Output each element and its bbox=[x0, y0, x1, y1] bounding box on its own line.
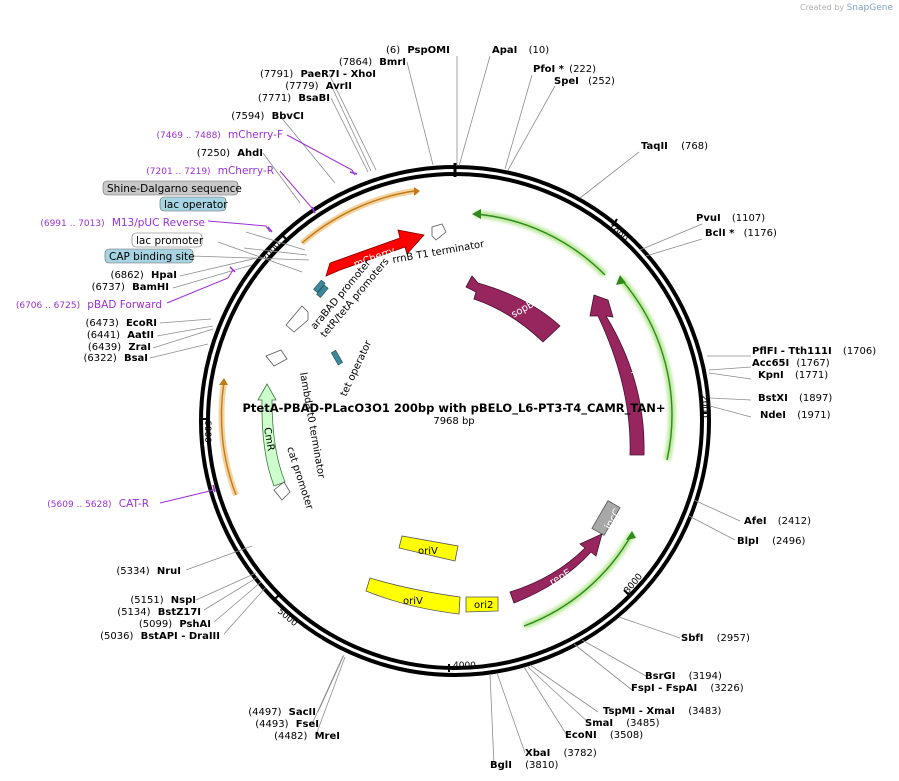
site-leader-lines bbox=[149, 55, 752, 766]
lac-operator-label: lac operator bbox=[164, 199, 228, 211]
plasmid-length: 7968 bp bbox=[433, 416, 474, 427]
svg-text:SbfI (2957): SbfI (2957) bbox=[681, 633, 750, 644]
svg-text:(7779) AvrII: (7779) AvrII bbox=[285, 81, 352, 92]
svg-text:(6) PspOMI: (6) PspOMI bbox=[386, 45, 450, 56]
svg-text:PfoI * (222): PfoI * (222) bbox=[533, 64, 596, 75]
cat-label: cat promoter bbox=[284, 446, 315, 512]
svg-text:BsrGI (3194): BsrGI (3194) bbox=[645, 671, 722, 682]
ori2-feature bbox=[465, 596, 499, 613]
lac-promoter-label: lac promoter bbox=[136, 235, 204, 247]
svg-text:(7771) BsaBI: (7771) BsaBI bbox=[258, 93, 330, 104]
svg-text:XbaI (3782): XbaI (3782) bbox=[525, 748, 597, 759]
svg-text:(5036) BstAPI - DraIII: (5036) BstAPI - DraIII bbox=[100, 631, 220, 642]
svg-text:(6322) BsaI: (6322) BsaI bbox=[84, 353, 149, 364]
svg-text:(7864) BmrI: (7864) BmrI bbox=[339, 57, 406, 68]
svg-text:TaqII (768): TaqII (768) bbox=[641, 141, 708, 152]
oriv-feature-2 bbox=[365, 577, 461, 615]
svg-text:(5609 .. 5628) CAT-R: (5609 .. 5628) CAT-R bbox=[47, 498, 149, 510]
svg-text:(4482) MreI: (4482) MreI bbox=[274, 731, 340, 742]
oriv-label-2: oriV bbox=[403, 596, 423, 607]
sopb-feature bbox=[465, 275, 561, 343]
orange-arcs bbox=[218, 187, 420, 497]
cmr-feature bbox=[257, 383, 286, 487]
svg-text:PvuI (1107): PvuI (1107) bbox=[696, 213, 765, 224]
svg-text:(6441) AatII: (6441) AatII bbox=[87, 330, 154, 341]
tet-operator-label: tet operator bbox=[339, 338, 375, 398]
cmr-label: CmR bbox=[261, 427, 276, 452]
svg-text:(7250) AhdI: (7250) AhdI bbox=[197, 148, 263, 159]
svg-text:(4497) SacII: (4497) SacII bbox=[248, 707, 316, 718]
svg-text:(7201 .. 7219) mCherry-R: (7201 .. 7219) mCherry-R bbox=[146, 165, 274, 177]
svg-text:EcoNI (3508): EcoNI (3508) bbox=[565, 730, 643, 741]
svg-text:Acc65I (1767): Acc65I (1767) bbox=[752, 358, 830, 369]
svg-text:SmaI (3485): SmaI (3485) bbox=[585, 718, 660, 729]
svg-text:(6862) HpaI: (6862) HpaI bbox=[111, 270, 177, 281]
repe-label: repE bbox=[548, 567, 573, 588]
primer-labels: (7469 .. 7488) mCherry-F (7201 .. 7219) … bbox=[16, 129, 283, 510]
svg-text:(6473) EcoRI: (6473) EcoRI bbox=[85, 318, 157, 329]
promoter-arrow-2 bbox=[265, 349, 288, 367]
boxed-features: Shine-Dalgarno sequence lac operator lac… bbox=[102, 180, 242, 264]
svg-text:PflFI - Tth111I (1706): PflFI - Tth111I (1706) bbox=[752, 346, 876, 357]
svg-text:(7469 .. 7488) mCherry-F: (7469 .. 7488) mCherry-F bbox=[157, 129, 283, 141]
svg-text:(5099) PshAI: (5099) PshAI bbox=[139, 619, 211, 630]
svg-text:ApaI (10): ApaI (10) bbox=[492, 45, 549, 56]
sites-left: (7864) BmrI (7791) PaeR7I - XhoI (7779) … bbox=[84, 57, 407, 742]
ruler-6000: 6000 bbox=[202, 420, 212, 443]
svg-text:SpeI (252): SpeI (252) bbox=[554, 76, 615, 87]
shine-dalgarno-label: Shine-Dalgarno sequence bbox=[107, 183, 242, 195]
repe-feature bbox=[509, 533, 603, 604]
green-arcs bbox=[472, 209, 676, 630]
snapgene-credit: Created by SnapGene bbox=[800, 3, 893, 13]
svg-text:AfeI (2412): AfeI (2412) bbox=[744, 516, 811, 527]
svg-text:KpnI (1771): KpnI (1771) bbox=[758, 370, 828, 381]
snapgene-logo: SnapGene bbox=[846, 3, 893, 13]
svg-text:(7791) PaeR7I - XhoI: (7791) PaeR7I - XhoI bbox=[260, 69, 376, 80]
svg-text:TspMI - XmaI (3483): TspMI - XmaI (3483) bbox=[603, 706, 722, 717]
svg-text:(5334) NruI: (5334) NruI bbox=[116, 566, 181, 577]
mcherry-feature bbox=[325, 229, 425, 277]
oriv-label-1: oriV bbox=[418, 546, 438, 557]
svg-text:FspI - FspAI (3226): FspI - FspAI (3226) bbox=[631, 683, 744, 694]
svg-text:(6706 .. 6725) pBAD Forward: (6706 .. 6725) pBAD Forward bbox=[16, 299, 162, 311]
backbone bbox=[199, 163, 711, 677]
sopa-feature bbox=[589, 294, 645, 456]
svg-text:(7594) BbvCI: (7594) BbvCI bbox=[231, 111, 304, 122]
svg-text:(6737) BamHI: (6737) BamHI bbox=[92, 282, 169, 293]
sites-right: (6) PspOMI ApaI (10) PfoI * (222) SpeI (… bbox=[386, 45, 876, 771]
svg-text:(5151) NspI: (5151) NspI bbox=[130, 595, 196, 606]
svg-text:BstXI (1897): BstXI (1897) bbox=[758, 393, 832, 404]
ruler: 1000 2000 3000 4000 5000 6000 7000 bbox=[202, 218, 709, 672]
ori2-label: ori2 bbox=[474, 600, 493, 611]
svg-text:BclI * (1176): BclI * (1176) bbox=[705, 228, 777, 239]
svg-text:BglI (3810): BglI (3810) bbox=[490, 760, 558, 771]
oriv-feature-1 bbox=[398, 535, 459, 562]
plasmid-name: PtetA-PBAD-PLacO3O1 200bp with pBELO_L6-… bbox=[243, 401, 666, 416]
svg-text:NdeI (1971): NdeI (1971) bbox=[760, 410, 831, 421]
incc-feature bbox=[591, 500, 621, 536]
promoter-arrow-1 bbox=[285, 305, 309, 333]
cap-binding-label: CAP binding site bbox=[109, 251, 195, 263]
ruler-2000: 2000 bbox=[699, 395, 709, 418]
svg-text:(5134) BstZ17I: (5134) BstZ17I bbox=[117, 607, 201, 618]
tet-operator-box bbox=[330, 349, 344, 366]
svg-text:(4493) FseI: (4493) FseI bbox=[255, 719, 319, 730]
ruler-4000: 4000 bbox=[453, 661, 476, 671]
svg-text:BlpI (2496): BlpI (2496) bbox=[737, 536, 805, 547]
plasmid-title: PtetA-PBAD-PLacO3O1 200bp with pBELO_L6-… bbox=[243, 401, 666, 427]
cat-promoter-shape bbox=[273, 481, 291, 501]
svg-text:(6991 .. 7013) M13/pUC Reverse: (6991 .. 7013) M13/pUC Reverse bbox=[40, 217, 205, 229]
primer-ticks bbox=[212, 171, 358, 493]
rrnb-terminator-shape bbox=[431, 223, 447, 241]
svg-text:(6439) ZraI: (6439) ZraI bbox=[88, 342, 151, 353]
